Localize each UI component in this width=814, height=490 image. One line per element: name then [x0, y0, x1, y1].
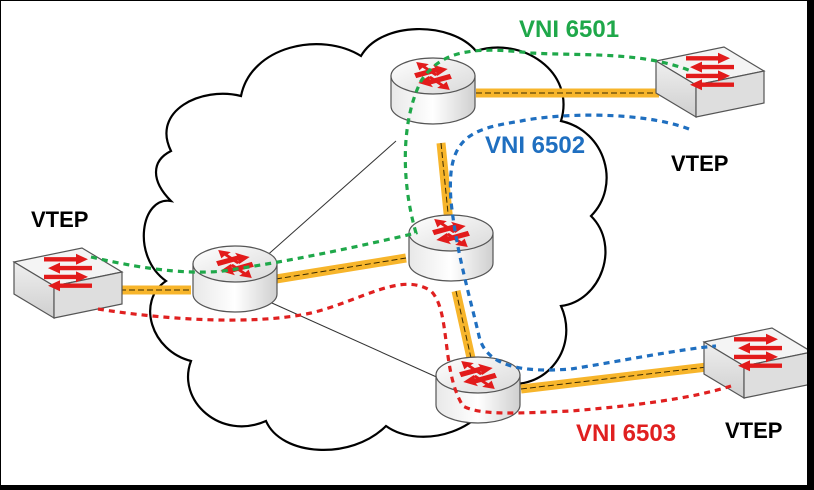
vni-6503-label: VNI 6503: [576, 420, 676, 447]
cloud-shape: [142, 28, 608, 451]
vni-6501-tunnel: [90, 48, 692, 274]
vtep-top-right-label: VTEP: [671, 151, 728, 176]
vni-6502-tunnel: [448, 113, 717, 372]
router-middle: [409, 215, 493, 281]
vtep-left-switch: [13, 247, 123, 319]
vni-6502-label: VNI 6502: [485, 132, 585, 159]
link-rtr1-rtr3: [262, 140, 397, 260]
vtep-top-right-switch: [655, 46, 765, 118]
vtep-left-label: VTEP: [31, 207, 88, 232]
vtep-bottom-right-label: VTEP: [725, 418, 782, 443]
router-top: [391, 58, 475, 124]
vni-6503-tunnel: [97, 282, 732, 415]
vni-6501-label: VNI 6501: [519, 16, 619, 43]
router-left: [193, 246, 277, 312]
diagram-svg: VTEP VTEP VTEP VNI 6501 VNI 6502 VNI 650…: [13, 16, 813, 451]
vtep-bottom-right-switch: [703, 327, 813, 399]
link-rtr1-rtr4: [262, 298, 442, 380]
